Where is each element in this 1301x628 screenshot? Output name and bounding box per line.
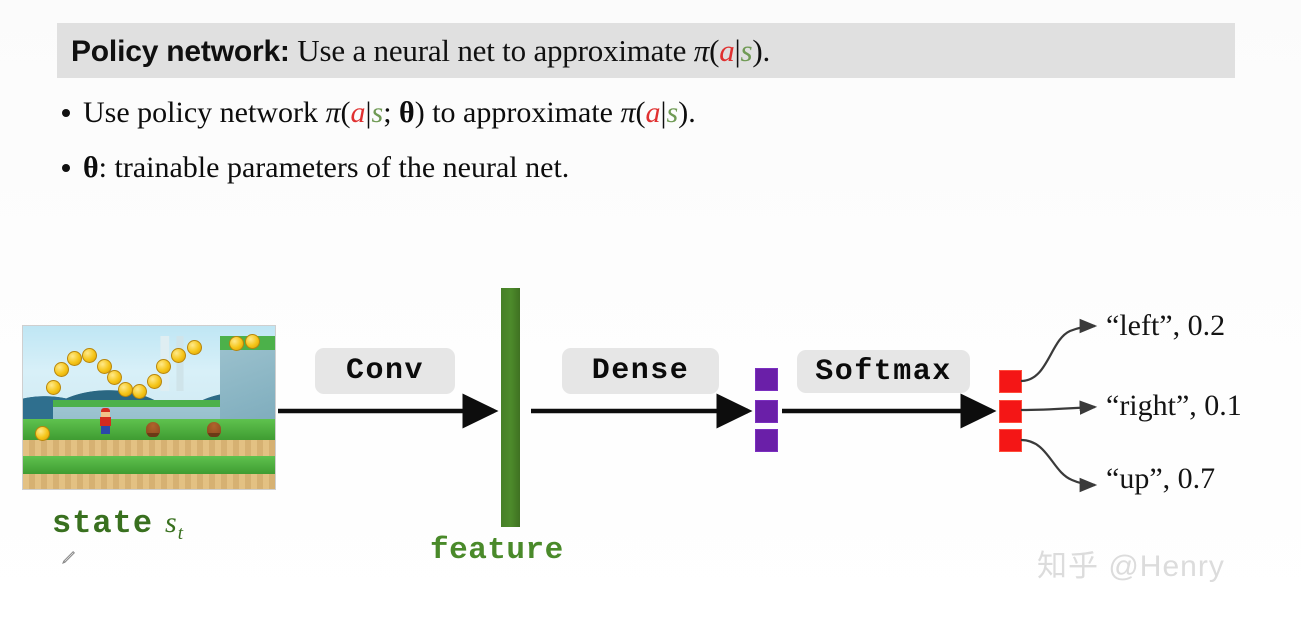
- output-unit: [999, 429, 1022, 452]
- game-coin: [229, 336, 244, 351]
- state-label-text: state: [52, 505, 154, 542]
- game-coin: [245, 334, 260, 349]
- game-coin: [54, 362, 69, 377]
- game-coin: [156, 359, 171, 374]
- game-coin: [67, 351, 82, 366]
- game-coin: [107, 370, 122, 385]
- bullet-theta-params: θ: trainable parameters of the neural ne…: [62, 151, 569, 185]
- game-coin: [147, 374, 162, 389]
- bullet-dot-icon: [62, 108, 70, 117]
- pen-icon: [62, 551, 75, 564]
- title-math-pi: π: [693, 32, 710, 68]
- output-label-left: “left”, 0.2: [1106, 309, 1226, 342]
- bullet-use-policy-network: Use policy network π(a|s; θ) to approxim…: [62, 96, 696, 130]
- output-unit: [999, 400, 1022, 423]
- arrow-output-left: [1020, 318, 1098, 383]
- game-platform-grass: [53, 400, 220, 407]
- game-enemy-goomba: [207, 422, 221, 437]
- feature-vector-bar: [501, 288, 520, 527]
- arrow-output-up: [1020, 438, 1098, 493]
- game-ground-grass-lower: [23, 456, 275, 475]
- bullet-dot-icon: [62, 163, 70, 172]
- title-rest: Use a neural net to approximate: [289, 32, 694, 68]
- output-label-right: “right”, 0.1: [1106, 389, 1242, 422]
- bullet-2-text: : trainable parameters of the neural net…: [98, 151, 570, 184]
- game-coin: [97, 359, 112, 374]
- hidden-unit: [755, 400, 778, 423]
- state-label-subscript: st: [165, 506, 184, 544]
- game-coin: [82, 348, 97, 363]
- game-coin: [132, 384, 147, 399]
- state-game-screenshot: [22, 325, 276, 490]
- output-unit: [999, 370, 1022, 393]
- feature-label: feature: [430, 533, 564, 568]
- watermark: 知乎 @Henry: [1037, 550, 1225, 583]
- game-coin: [118, 382, 133, 397]
- title-math-a: a: [719, 32, 735, 68]
- title-math-s: s: [740, 32, 753, 68]
- game-ground-dirt-upper: [23, 440, 275, 457]
- game-coin: [46, 380, 61, 395]
- conv-box: Conv: [315, 348, 455, 394]
- softmax-box: Softmax: [797, 350, 970, 393]
- bullet-1-text-pre: Use policy network: [83, 96, 326, 129]
- hidden-unit: [755, 368, 778, 391]
- title-bold-prefix: Policy network:: [71, 34, 290, 68]
- dense-box: Dense: [562, 348, 719, 394]
- output-label-up: “up”, 0.7: [1106, 462, 1216, 495]
- game-ground-dirt-lower: [23, 474, 275, 489]
- bullet-1-text-mid: to approximate: [424, 96, 621, 129]
- game-enemy-goomba: [146, 422, 160, 437]
- game-character-mario: [99, 407, 112, 434]
- bullet-2-theta: θ: [83, 151, 99, 184]
- arrow-output-right: [1020, 400, 1098, 415]
- title-banner: Policy network: Use a neural net to appr…: [57, 23, 1235, 78]
- hidden-unit: [755, 429, 778, 452]
- game-coin: [171, 348, 186, 363]
- game-coin: [35, 426, 50, 441]
- page-title: Policy network: Use a neural net to appr…: [71, 32, 771, 68]
- bullet-1-theta: θ: [399, 96, 415, 129]
- game-coin: [187, 340, 202, 355]
